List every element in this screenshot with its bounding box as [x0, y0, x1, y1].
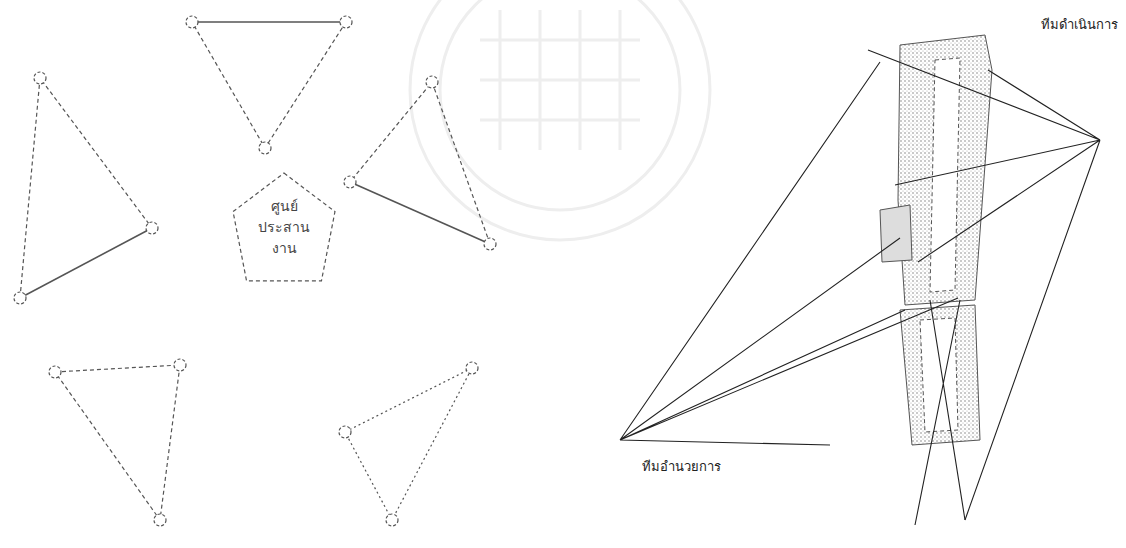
team-triangles [20, 22, 490, 520]
watermark [410, 0, 710, 240]
coordination-pentagon: ศูนย์ ประสาน งาน [232, 172, 336, 282]
leader-lines [620, 50, 1100, 525]
team-label: ทีมดำเนินการ [1039, 14, 1120, 35]
team-label: ทีมอำนวยการ [640, 456, 723, 477]
team-member-circles [14, 16, 496, 526]
node-text: ศูนย์ ประสาน งาน [253, 196, 315, 259]
